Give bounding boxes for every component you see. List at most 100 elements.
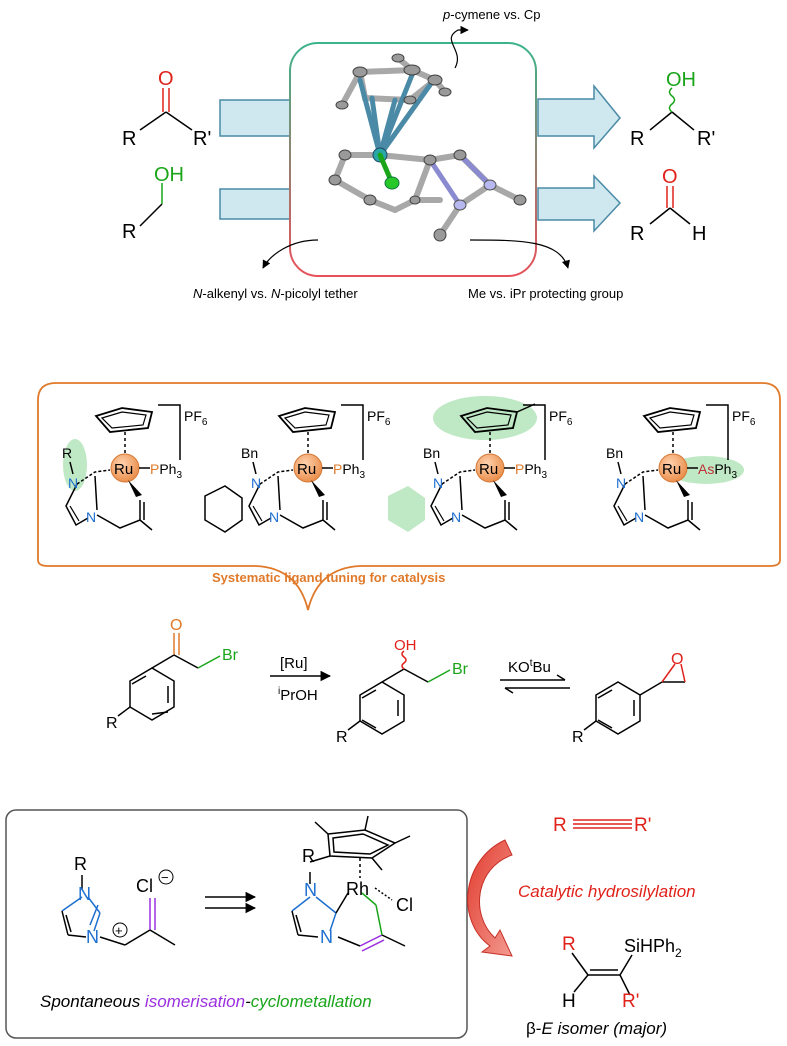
vinylsilane-product xyxy=(571,952,633,996)
product-oh: OH xyxy=(666,69,696,91)
ligand-tuning-bracket xyxy=(37,382,781,611)
ketone-substrate xyxy=(139,88,193,131)
complex-cl: Cl xyxy=(396,895,413,915)
ketone-r2: R' xyxy=(193,128,211,150)
salt-cl: Cl xyxy=(136,876,153,896)
reaction-scheme xyxy=(117,633,686,735)
flow-arrow-left-top xyxy=(219,99,301,137)
panel-rhodium: R N N + Cl − xyxy=(5,809,696,1039)
complex-r: R xyxy=(302,846,315,866)
panel-catalysis-overview: p-cymene vs. Cp N-alkenyl vs. N-picolyl … xyxy=(122,7,715,301)
charge-bracket xyxy=(158,404,181,460)
reagent-ru: [Ru] xyxy=(280,655,308,672)
nhc-n1: N xyxy=(616,475,626,491)
salt-n3: N xyxy=(86,927,99,947)
salt-r: R xyxy=(74,854,87,874)
nhc-n1: N xyxy=(433,475,443,491)
crystal-structure-image xyxy=(328,53,527,242)
nhc-n3: N xyxy=(86,509,96,525)
flow-arrow-right-bottom xyxy=(537,174,622,233)
alcohol-r: R xyxy=(122,221,136,243)
rhodium-complex xyxy=(291,815,411,952)
product-aldehyde xyxy=(649,186,691,225)
flow-arrow-right-top xyxy=(537,83,621,151)
ancillary-ligand: PPh3 xyxy=(515,461,547,481)
reagent-iproh: iPrOH xyxy=(278,686,318,704)
substrate-r: R xyxy=(106,715,118,732)
substrate-br: Br xyxy=(222,647,239,664)
nhc-n1: N xyxy=(251,475,261,491)
alkyne-r2: R' xyxy=(634,815,651,836)
annotation-arrow-top xyxy=(450,25,469,69)
rhodium-box xyxy=(5,809,468,1039)
epoxide-o: O xyxy=(671,651,683,668)
salt-plus: + xyxy=(115,923,123,938)
product-r: R xyxy=(336,729,348,746)
product-br: Br xyxy=(452,661,469,678)
product-alcohol-r: R xyxy=(630,128,644,150)
salt-plus-circle xyxy=(112,922,128,938)
base-kotbu: KOtBu xyxy=(508,658,551,676)
metal-label: Ru xyxy=(479,461,498,478)
ancillary-ligand: AsPh3 xyxy=(698,461,737,481)
isomer-label: β-E isomer (major) xyxy=(526,1019,667,1038)
annotation-arrow-left xyxy=(262,239,319,269)
product-alcohol-r2: R' xyxy=(697,128,715,150)
metal-label: Ru xyxy=(662,461,681,478)
highlight-arsine xyxy=(668,456,744,484)
annotation-right: Me vs. iPr protecting group xyxy=(468,286,623,301)
nhc-n3: N xyxy=(634,509,644,525)
vinyl-r: R xyxy=(562,934,576,955)
ancillary-ligand: PPh3 xyxy=(150,461,182,481)
n-substituent: Bn xyxy=(241,445,258,461)
vinyl-si: SiHPh2 xyxy=(624,936,682,960)
panel-ligand-tuning: Systematic ligand tuning for catalysis P… xyxy=(37,382,781,746)
metal-label: Ru xyxy=(297,461,316,478)
cp-ring xyxy=(277,407,337,433)
aldehyde-h: H xyxy=(692,223,706,245)
flow-arrow-left-bottom xyxy=(219,188,301,220)
rhodium-caption: Spontaneous isomerisation-cyclometallati… xyxy=(40,992,372,1011)
cp-ring xyxy=(94,407,154,433)
product-oh-label: OH xyxy=(394,637,417,654)
n-substituent: Bn xyxy=(423,445,440,461)
nhc-n3: N xyxy=(269,509,279,525)
counterion: PF6 xyxy=(732,408,756,428)
nhc-n1: N xyxy=(68,475,78,491)
alcohol-oh: OH xyxy=(154,164,184,186)
annotation-top: p-cymene vs. Cp xyxy=(442,7,541,22)
salt-minus-circle xyxy=(158,869,174,885)
counterion: PF6 xyxy=(184,408,208,428)
complex-rh: Rh xyxy=(346,879,369,899)
product-secondary-alcohol xyxy=(649,87,695,131)
ligand-tuning-caption: Systematic ligand tuning for catalysis xyxy=(212,570,445,585)
counterion: PF6 xyxy=(367,408,391,428)
highlight-benzo xyxy=(388,486,425,532)
epoxide-r: R xyxy=(572,729,584,746)
substrate-o: O xyxy=(170,617,182,634)
ketone-o: O xyxy=(158,68,174,90)
charge-bracket xyxy=(341,404,364,460)
imidazolium-salt xyxy=(61,875,176,946)
aldehyde-o: O xyxy=(662,166,678,188)
alcohol-substrate xyxy=(139,183,163,227)
cp-ring xyxy=(642,407,702,433)
alkyne xyxy=(573,819,632,829)
highlight-n-substituent xyxy=(63,439,87,491)
charge-bracket xyxy=(706,404,729,460)
metal-label: Ru xyxy=(114,461,133,478)
complex-n1: N xyxy=(304,880,317,900)
n-substituent: R xyxy=(62,445,72,461)
vinyl-r2: R' xyxy=(622,991,639,1012)
counterion: PF6 xyxy=(549,408,573,428)
charge-bracket xyxy=(523,404,546,460)
cp-ring xyxy=(459,407,519,433)
highlight-methyl-cp xyxy=(433,396,537,440)
salt-n1: N xyxy=(78,884,91,904)
n-substituent: Bn xyxy=(606,445,623,461)
annotation-arrow-right xyxy=(469,239,570,269)
